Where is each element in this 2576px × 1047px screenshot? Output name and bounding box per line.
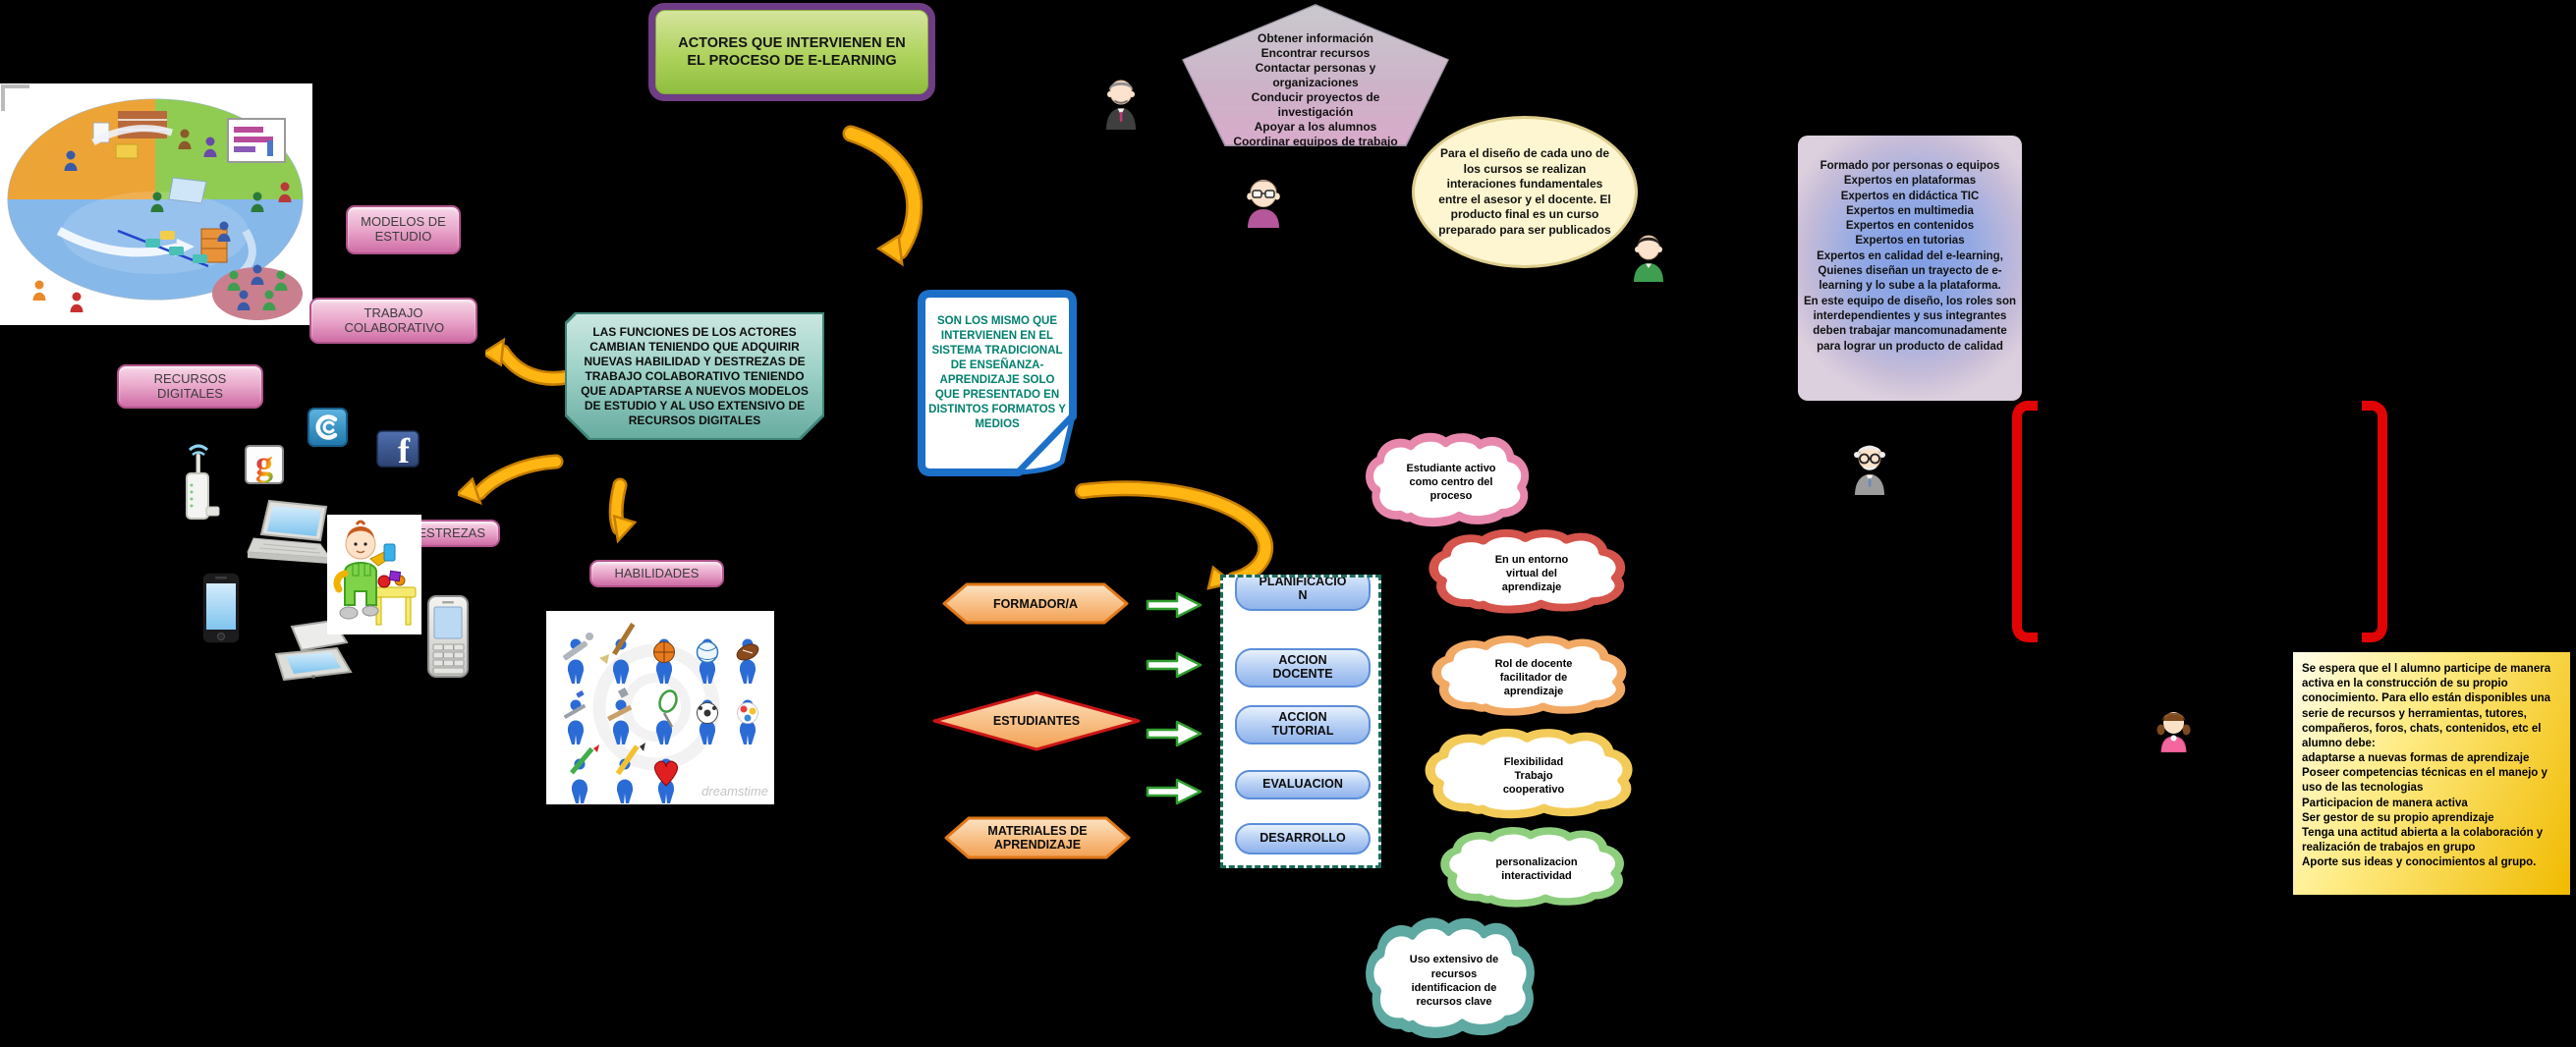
- button-label: PLANIFICACION: [1259, 575, 1347, 602]
- note-funciones-actores: LAS FUNCIONES DE LOS ACTORES CAMBIAN TEN…: [565, 312, 824, 440]
- teacher-man-icon: [1106, 80, 1136, 130]
- red-bracket-right: [2362, 401, 2387, 642]
- main-title-box: ACTORES QUE INTERVIENEN EN EL PROCESO DE…: [648, 3, 935, 101]
- cloud-personalizacion: personalizacion interactividad: [1438, 828, 1635, 910]
- baby-playing-clipart: [327, 515, 421, 634]
- note-funciones-tutor-pentagon: Obtener información Encontrar recursos C…: [1182, 4, 1449, 146]
- note-text: LAS FUNCIONES DE LOS ACTORES CAMBIAN TEN…: [581, 324, 809, 427]
- watermark-text: dreamstime: [701, 784, 768, 799]
- cloud-rol-docente: Rol de docente facilitador de aprendizaj…: [1429, 636, 1638, 719]
- facebook-icon: f: [376, 430, 420, 468]
- label-recursos-digitales: RECURSOS DIGITALES: [117, 364, 263, 409]
- cloud-entorno-virtual: En un entorno virtual del aprendizaje: [1427, 530, 1637, 617]
- actor-label: MATERIALES DE APRENDIZAJE: [987, 824, 1088, 852]
- note-text: SON LOS MISMO QUE INTERVIENEN EN EL SIST…: [928, 315, 1066, 430]
- document-page-icon: [918, 290, 1077, 476]
- svg-text:g: g: [255, 445, 273, 483]
- cloud-text: Flexibilidad Trabajo cooperativo: [1502, 755, 1565, 797]
- label-trabajo-colaborativo: TRABAJO COLABORATIVO: [309, 298, 477, 344]
- button-planificacion: PLANIFICACION: [1235, 575, 1371, 611]
- label-modelos-de-estudio: MODELOS DE ESTUDIO: [346, 205, 461, 254]
- label-text: RECURSOS DIGITALES: [153, 370, 227, 401]
- main-title: ACTORES QUE INTERVIENEN EN EL PROCESO DE…: [678, 34, 906, 69]
- red-bracket-left: [2012, 401, 2038, 642]
- note-text: Para el diseño de cada uno de los cursos…: [1438, 146, 1611, 237]
- arrow-to-recursos: [458, 454, 564, 506]
- arrow-to-trabajo: [485, 337, 576, 386]
- cloud-text: Uso extensivo de recursos identificacion…: [1409, 954, 1499, 1009]
- cloud-uso-recursos: Uso extensivo de recursos identificacion…: [1364, 919, 1544, 1043]
- man-green-shirt-icon: [1634, 235, 1663, 282]
- skills-figures-image: dreamstime: [546, 611, 774, 804]
- note-sistema-tradicional: SON LOS MISMO QUE INTERVIENEN EN EL SIST…: [917, 289, 1078, 477]
- wifi-router-icon: [186, 444, 220, 520]
- collaboration-clipart: [0, 83, 312, 325]
- c-app-icon: [308, 408, 348, 447]
- note-text: Obtener información Encontrar recursos C…: [1233, 31, 1398, 148]
- girl-pink-dress-icon: [2156, 712, 2191, 752]
- button-evaluacion: EVALUACION: [1235, 770, 1371, 799]
- button-label: ACCION DOCENTE: [1272, 653, 1333, 681]
- actor-estudiantes: ESTUDIANTES: [932, 690, 1141, 751]
- green-arrow-4: [1146, 778, 1203, 805]
- button-accion-docente: ACCION DOCENTE: [1235, 648, 1371, 688]
- label-text: DESTREZAS: [408, 524, 485, 540]
- green-arrow-1: [1146, 591, 1203, 619]
- actor-label: FORMADOR/A: [992, 596, 1079, 611]
- cloud-estudiante-activo: Estudiante activo como centro del proces…: [1364, 434, 1539, 530]
- cloud-flexibilidad: Flexibilidad Trabajo cooperativo: [1423, 730, 1645, 822]
- feature-phone-icon: [427, 595, 469, 678]
- laptop-icon: [247, 499, 332, 564]
- actor-formador: FORMADOR/A: [942, 582, 1129, 625]
- google-icon: g: [245, 445, 284, 484]
- smartphone-icon: [201, 572, 241, 644]
- green-arrow-2: [1146, 651, 1203, 679]
- label-text: MODELOS DE ESTUDIO: [361, 214, 446, 244]
- button-accion-tutorial: ACCION TUTORIAL: [1235, 705, 1371, 744]
- note-text: Formado por personas o equipos Expertos …: [1804, 160, 2016, 353]
- arrow-title-to-doc: [842, 125, 924, 267]
- actor-materiales: MATERIALES DE APRENDIZAJE: [944, 816, 1131, 859]
- arrow-to-habilidades: [608, 477, 638, 544]
- actor-label: ESTUDIANTES: [992, 714, 1081, 728]
- button-desarrollo: DESARROLLO: [1235, 823, 1371, 854]
- button-label: ACCION TUTORIAL: [1271, 710, 1334, 738]
- button-label: DESARROLLO: [1260, 831, 1346, 846]
- elder-man-glasses-icon: [1854, 445, 1885, 495]
- cloud-text: Rol de docente facilitador de aprendizaj…: [1494, 657, 1573, 698]
- note-text: Se espera que el l alumno participe de m…: [2302, 663, 2551, 869]
- cloud-text: En un entorno virtual del aprendizaje: [1494, 553, 1569, 594]
- label-text: HABILIDADES: [614, 565, 700, 580]
- label-habilidades: HABILIDADES: [589, 560, 724, 587]
- note-diseno-cursos: Para el diseño de cada uno de los cursos…: [1412, 116, 1638, 268]
- label-text: TRABAJO COLABORATIVO: [344, 304, 445, 335]
- green-arrow-3: [1146, 720, 1203, 747]
- note-equipo-diseno: Formado por personas o equipos Expertos …: [1798, 136, 2022, 401]
- note-alumno: Se espera que el l alumno participe de m…: [2291, 650, 2574, 898]
- button-label: EVALUACION: [1262, 777, 1343, 792]
- svg-text:f: f: [398, 431, 411, 468]
- cloud-text: personalizacion interactividad: [1495, 855, 1578, 882]
- process-panel: PLANIFICACION ACCION DOCENTE ACCION TUTO…: [1220, 575, 1381, 868]
- woman-glasses-icon: [1247, 180, 1280, 228]
- cloud-text: Estudiante activo como centro del proces…: [1406, 462, 1496, 503]
